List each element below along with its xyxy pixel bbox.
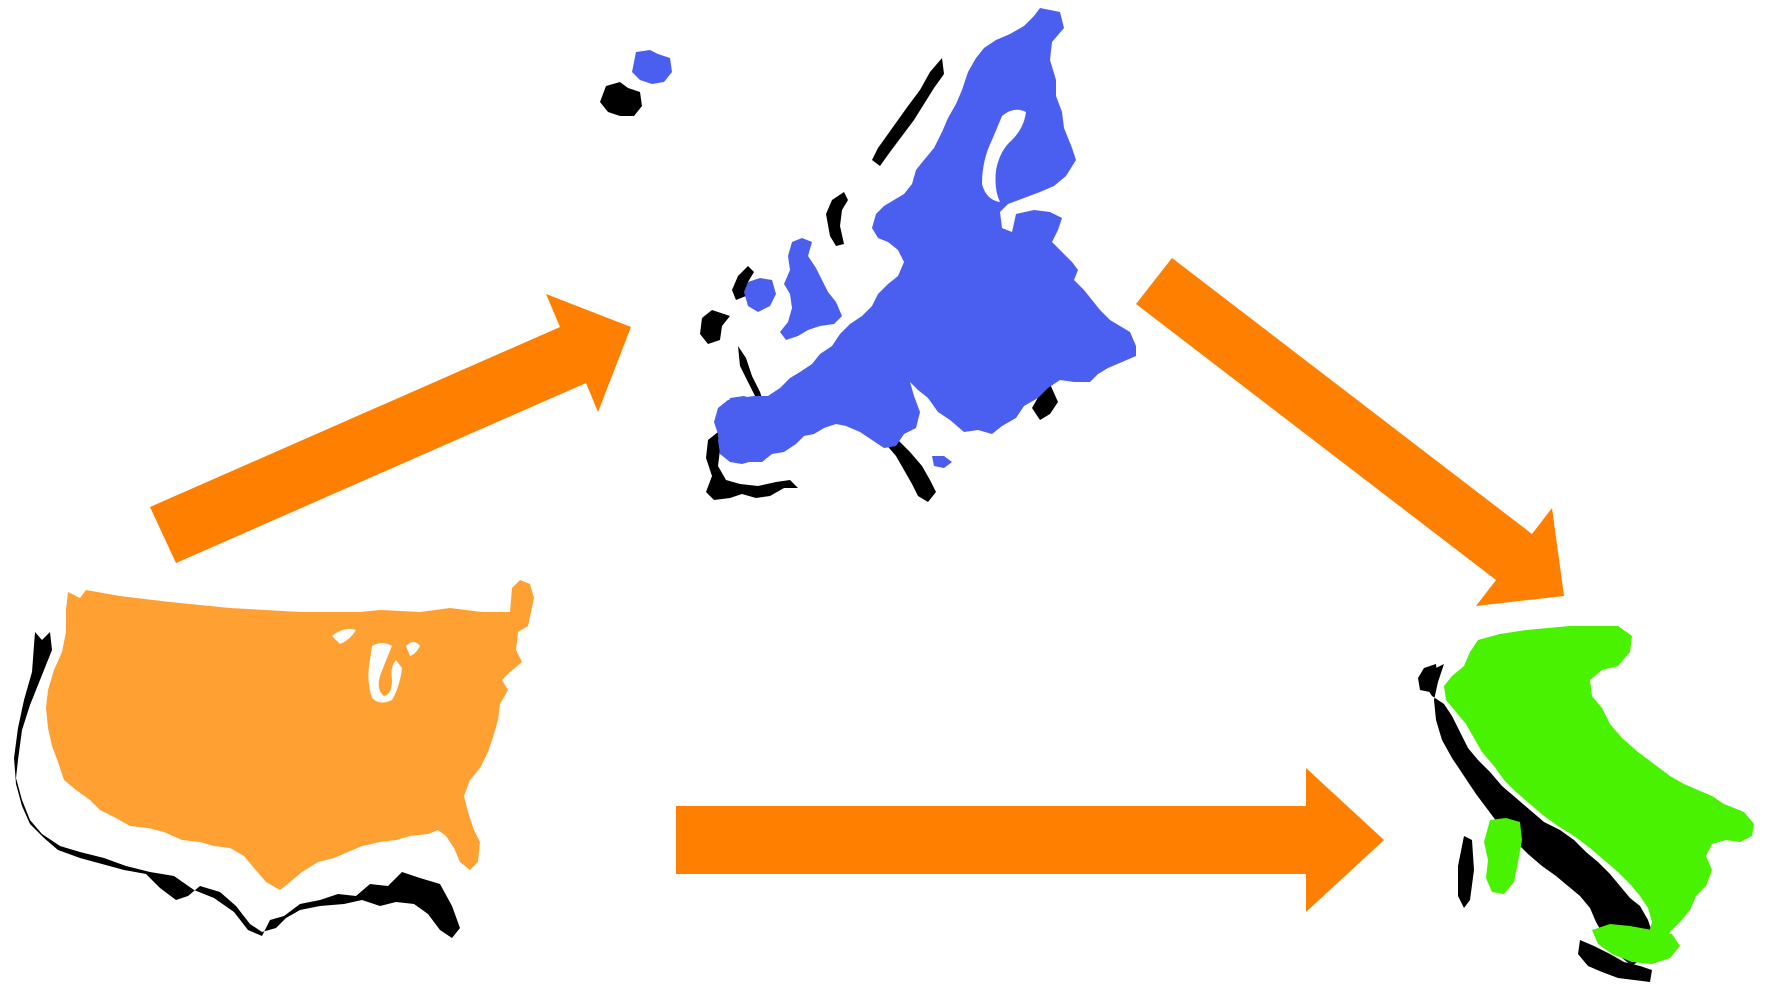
italy-map-shadow: [1418, 664, 1652, 982]
usa-map-land: [46, 580, 534, 890]
italy-map-sicily: [1592, 924, 1680, 964]
arrow-right-icon: [676, 768, 1384, 912]
arrow-right-down-icon: [1136, 258, 1564, 606]
usa-map-icon: [14, 580, 534, 938]
arrow-right-up-icon: [150, 294, 631, 563]
italy-map-mainland: [1444, 626, 1754, 962]
europe-map-british-isles: [744, 238, 842, 340]
europe-map-islands: [896, 414, 952, 468]
italy-map-icon: [1418, 626, 1754, 982]
europe-map-icon: [600, 8, 1136, 502]
europe-baltic-sea: [982, 109, 1026, 202]
europe-map-iberia: [718, 396, 784, 464]
europe-map-shadow: [700, 58, 1058, 502]
europe-map-iceland-shadow: [600, 82, 642, 116]
europe-map-land: [714, 8, 1136, 462]
usa-great-lakes: [332, 628, 420, 703]
italy-map-sardinia: [1484, 818, 1522, 894]
europe-map-iceland: [632, 50, 672, 84]
